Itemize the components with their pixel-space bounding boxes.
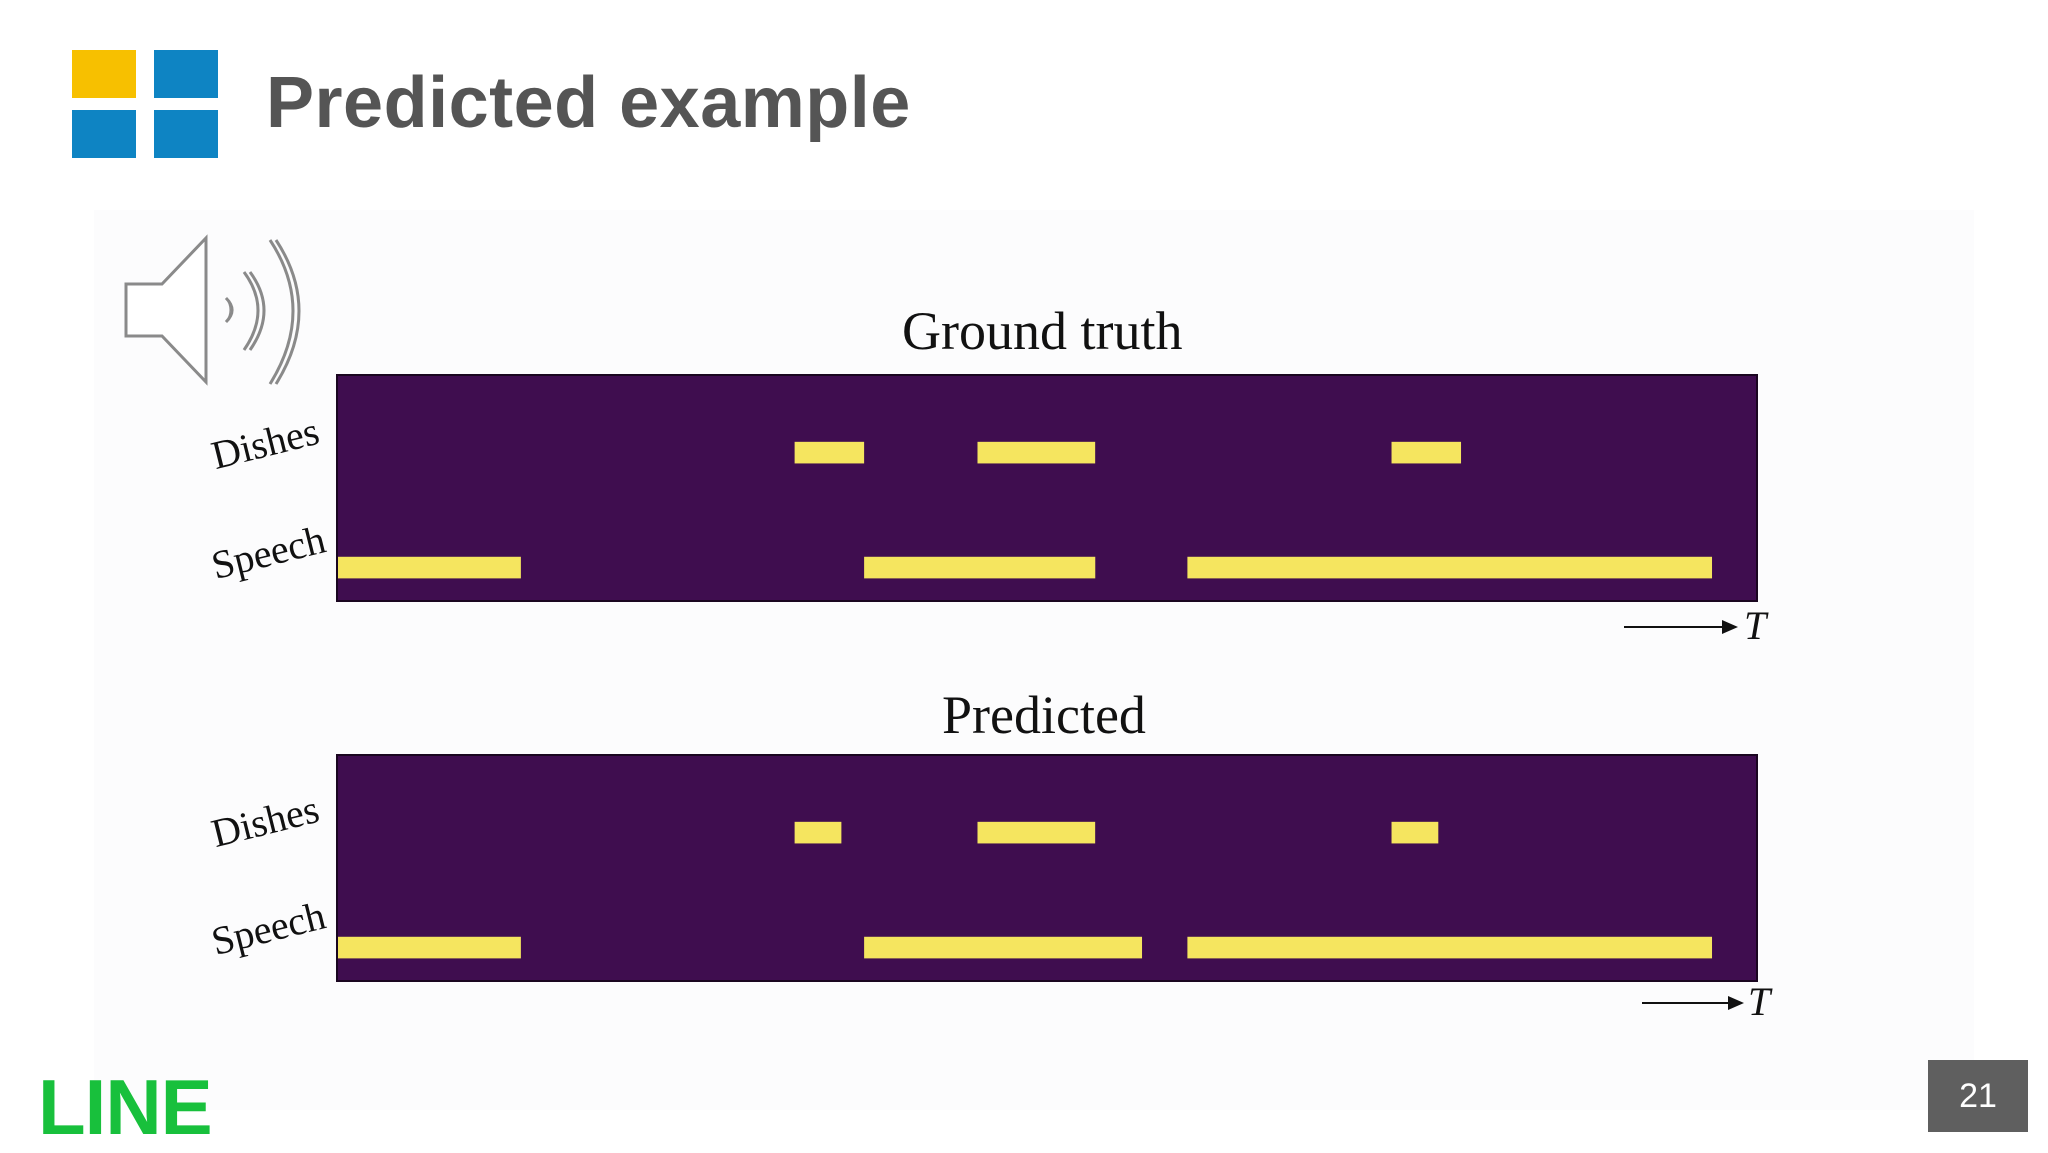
- logo-square-bottom-right: [154, 110, 218, 158]
- raster-svg: [338, 441, 1713, 579]
- segment-speech-0: [338, 556, 521, 579]
- segment-dishes-0: [794, 821, 842, 844]
- logo-square-bottom-left: [72, 110, 136, 158]
- time-axis-predicted: T: [1640, 979, 1800, 1024]
- segment-dishes-2: [1391, 441, 1462, 464]
- axis-label-t: T: [1748, 979, 1771, 1024]
- segment-dishes-1: [977, 821, 1096, 844]
- segment-speech-2: [1187, 556, 1713, 579]
- segment-speech-1: [864, 936, 1143, 959]
- arrow-right-icon: [1722, 620, 1738, 634]
- chart-title-predicted: Predicted: [942, 685, 1146, 745]
- windows-logo-icon: [72, 50, 218, 158]
- chart-title-ground-truth: Ground truth: [902, 301, 1183, 361]
- segment-dishes-1: [977, 441, 1096, 464]
- raster-predicted: [336, 754, 1758, 982]
- page-number-badge: 21: [1928, 1060, 2028, 1132]
- segment-speech-1: [864, 556, 1096, 579]
- segment-speech-2: [1187, 936, 1713, 959]
- axis-arrow-line: [1624, 626, 1724, 628]
- axis-label-t: T: [1744, 603, 1767, 648]
- time-axis-ground-truth: T: [1622, 603, 1782, 648]
- axis-arrow-line: [1642, 1002, 1730, 1004]
- logo-square-top-left: [72, 50, 136, 98]
- logo-square-top-right: [154, 50, 218, 98]
- raster-ground-truth: [336, 374, 1758, 602]
- raster-svg: [338, 821, 1713, 959]
- speaker-icon[interactable]: [122, 232, 322, 392]
- slide-title: Predicted example: [266, 63, 911, 143]
- segment-speech-0: [338, 936, 521, 959]
- segment-dishes-2: [1391, 821, 1439, 844]
- arrow-right-icon: [1728, 996, 1744, 1010]
- line-logo: LINE: [38, 1063, 213, 1151]
- segment-dishes-0: [794, 441, 865, 464]
